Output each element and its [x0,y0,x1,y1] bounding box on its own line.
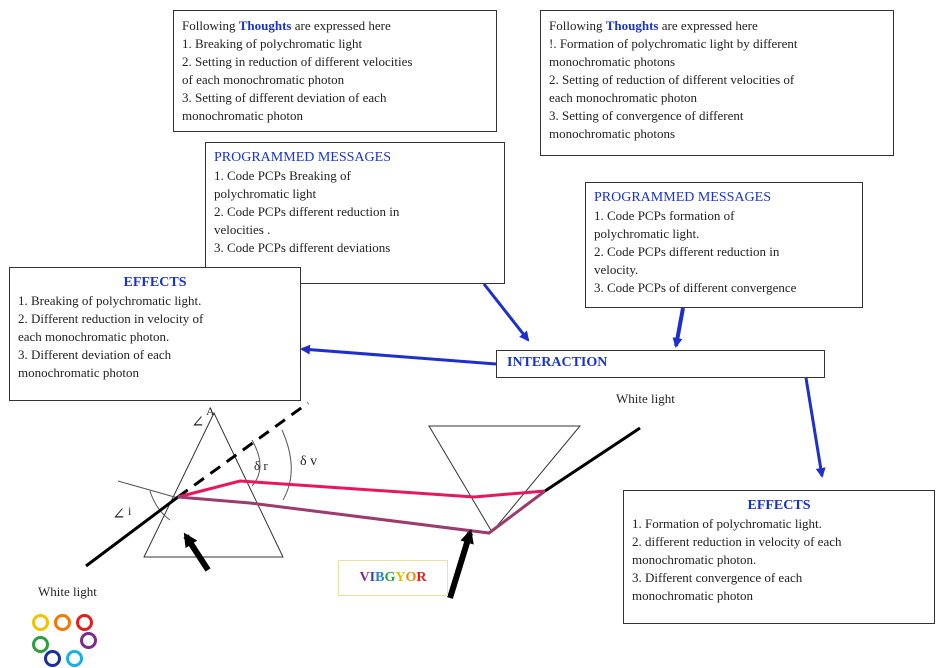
effects-heading-left: EFFECTS [123,275,187,290]
thoughts-heading-right: Following Thoughts are expressed here [549,18,758,33]
left-prism [143,411,284,558]
messages-heading-right: PROGRAMMED MESSAGES [594,190,771,205]
effect-line: 2. Different reduction in velocity of [18,311,204,326]
thoughts-heading-left: Following Thoughts are expressed here [182,18,391,33]
black-arrow-right [447,529,474,599]
violet-ray [177,489,546,535]
apex-label: A [206,404,215,418]
incident-white-light-ray [85,495,179,568]
vibgyor-label: VIBGYOR [338,560,448,596]
thought-line: monochromatic photon [182,108,303,123]
color-rings-icon [30,612,100,668]
effects-box-right: EFFECTS 1. Formation of polychromatic li… [623,490,935,624]
extended-ray-dashed [177,401,309,499]
message-line: 3. Code PCPs different deviations [214,240,391,255]
apex-angle-mark: ∠ [191,414,205,431]
ring-icon [76,614,93,631]
arrow-messages-right-to-interaction [672,307,685,348]
ring-icon [80,632,97,649]
thought-line: 3. Setting of convergence of different [549,108,744,123]
ring-icon [66,650,83,667]
effect-line: 2. different reduction in velocity of ea… [632,534,842,549]
ring-icon [44,650,61,667]
white-light-label-left: White light [38,584,97,599]
message-line: 3. Code PCPs of different convergence [594,280,797,295]
vibgyor-letter: Y [395,570,406,585]
message-line: polychromatic light. [594,226,700,241]
angle-arc-i [149,490,171,521]
effect-line: 3. Different convergence of each [632,570,803,585]
deviation-arc-v [281,429,292,501]
emergent-white-light-ray [544,426,641,493]
angle-i-label: i [128,504,132,518]
effect-line: 1. Formation of polychromatic light. [632,516,822,531]
programmed-messages-left: PROGRAMMED MESSAGES 1. Code PCPs Breakin… [205,142,505,284]
vibgyor-letter: V [359,570,370,585]
messages-heading-left: PROGRAMMED MESSAGES [214,150,391,165]
effect-line: 1. Breaking of polychromatic light. [18,293,202,308]
vibgyor-letter: B [375,570,385,585]
thought-line: monochromatic photons [549,54,676,69]
delta-v-label: δ v [300,454,318,469]
message-line: 1. Code PCPs Breaking of [214,168,351,183]
thoughts-box-right: Following Thoughts are expressed here !.… [540,10,894,156]
programmed-messages-right: PROGRAMMED MESSAGES 1. Code PCPs formati… [585,182,863,308]
thought-line: each monochromatic photon [549,90,698,105]
message-line: polychromatic light [214,186,317,201]
delta-r-label: δ r [254,458,268,473]
effect-line: monochromatic photon [632,588,753,603]
arrow-interaction-to-effects-left [300,344,497,366]
thought-line: monochromatic photons [549,126,676,141]
effect-line: 3. Different deviation of each [18,347,172,362]
thought-line: 2. Setting in reduction of different vel… [182,54,413,69]
thoughts-box-left: Following Thoughts are expressed here 1.… [173,10,497,132]
thought-line: !. Formation of polychromatic light by d… [549,36,798,51]
thought-line: of each monochromatic photon [182,72,345,87]
white-light-label-right: White light [616,391,675,406]
ring-icon [54,614,71,631]
message-line: velocities . [214,222,271,237]
ring-icon [32,636,49,653]
interaction-box: INTERACTION [496,350,825,378]
angle-i-mark: ∠ [112,506,126,523]
message-line: velocity. [594,262,639,277]
thought-line: 3. Setting of different deviation of eac… [182,90,387,105]
arrow-interaction-to-effects-right [804,377,826,478]
ring-icon [32,614,49,631]
thought-line: 1. Breaking of polychromatic light [182,36,363,51]
vibgyor-letter: I [369,570,376,585]
arrow-messages-to-interaction [482,283,530,342]
message-line: 1. Code PCPs formation of [594,208,735,223]
vibgyor-letter: R [416,570,427,585]
right-prism [428,425,582,533]
red-ray [177,479,546,499]
effects-box-left: EFFECTS 1. Breaking of polychromatic lig… [9,267,301,401]
vibgyor-letter: G [384,570,396,585]
effect-line: each monochromatic photon. [18,329,170,344]
vibgyor-letter: O [405,570,417,585]
effects-heading-right: EFFECTS [747,498,811,513]
normal-line [117,480,179,499]
thought-line: 2. Setting of reduction of different vel… [549,72,795,87]
message-line: 2. Code PCPs different reduction in [214,204,400,219]
effect-line: monochromatic photon. [632,552,757,567]
black-arrow-left [183,532,211,572]
effect-line: monochromatic photon [18,365,139,380]
message-line: 2. Code PCPs different reduction in [594,244,780,259]
